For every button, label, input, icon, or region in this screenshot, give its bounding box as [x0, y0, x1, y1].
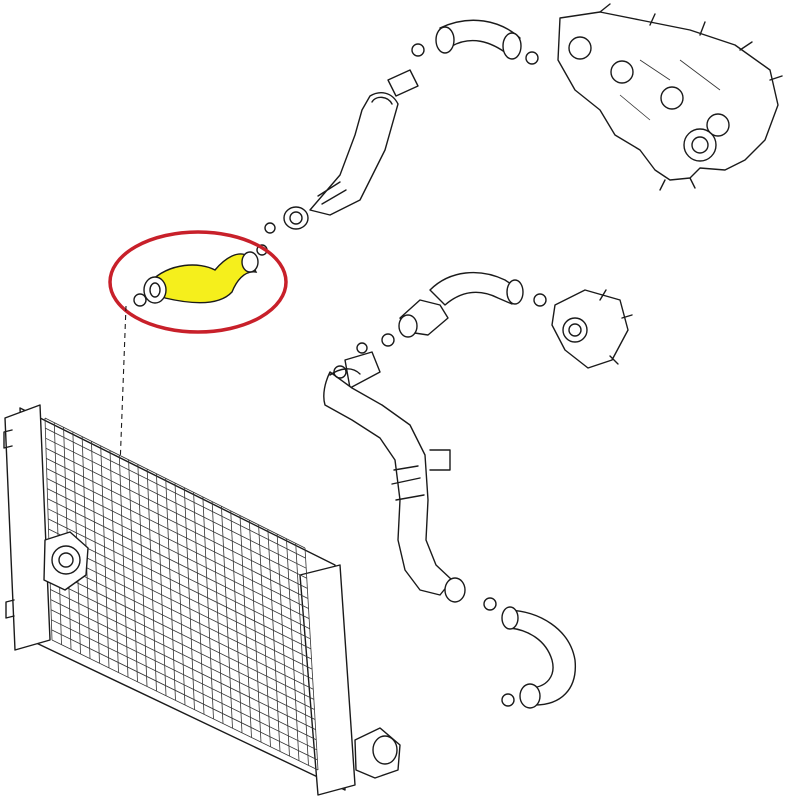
- core-tube-line: [48, 548, 313, 680]
- core-tube-line: [48, 528, 312, 660]
- core-tube-line: [47, 498, 310, 630]
- o-ring: [133, 293, 147, 307]
- o-ring: [356, 342, 368, 354]
- o-ring: [381, 333, 395, 347]
- core-tube-line: [49, 579, 315, 710]
- core-tube-line: [46, 478, 309, 609]
- core-tube-line: [49, 558, 314, 690]
- core-tube-line: [46, 468, 309, 599]
- core-tube-line: [47, 508, 311, 640]
- core-tube-line: [50, 589, 316, 720]
- upper-charge-pipe: [264, 69, 419, 234]
- core-tube-line: [44, 417, 306, 549]
- lower-hose: [501, 606, 576, 709]
- o-ring: [411, 43, 425, 57]
- upper-hose: [411, 19, 539, 65]
- o-ring: [264, 222, 276, 234]
- core-tube-line: [50, 609, 317, 741]
- core-tube-line: [46, 458, 308, 589]
- core-tube-line: [45, 447, 307, 579]
- core-tube-line: [51, 619, 317, 751]
- core-tube-line: [45, 437, 307, 569]
- core-tube-line: [45, 427, 306, 559]
- core-tube-line: [50, 599, 316, 730]
- o-ring: [525, 51, 539, 65]
- highlight-circle: [108, 230, 288, 334]
- core-tube-line: [48, 538, 313, 670]
- right-charge-pipe: [323, 342, 497, 611]
- turbocharger-assembly: [557, 3, 783, 191]
- core-tube-line: [51, 639, 319, 771]
- o-ring: [501, 693, 515, 707]
- intercooler: [3, 404, 401, 796]
- throttle-body: [533, 289, 633, 369]
- core-tube-line: [47, 488, 310, 619]
- o-ring: [533, 293, 547, 307]
- core-tube-line: [48, 518, 312, 650]
- charge-air-hose[interactable]: [133, 244, 268, 307]
- core-tube-line: [51, 629, 318, 761]
- o-ring: [483, 597, 497, 611]
- right-upper-hose: [381, 271, 524, 347]
- core-tube-line: [49, 569, 315, 700]
